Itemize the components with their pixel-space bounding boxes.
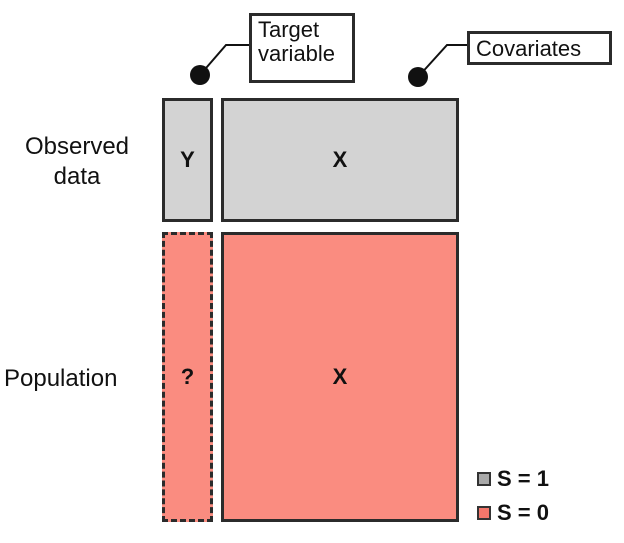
legend-swatch-s0 <box>477 506 491 520</box>
population-target-block: ? <box>162 232 213 522</box>
covariates-callout: Covariates <box>467 31 612 65</box>
covariates-connector-line <box>417 44 467 78</box>
covariates-connector-dot <box>408 67 428 87</box>
legend-item-s1: S = 1 <box>477 466 549 492</box>
observed-data-label: Observed data <box>24 133 130 190</box>
observed-covariates-label: X <box>332 147 348 172</box>
legend-swatch-s1 <box>477 472 491 486</box>
observed-target-label: Y <box>180 147 195 172</box>
observed-target-block: Y <box>162 98 213 222</box>
observed-covariates-block: X <box>221 98 459 222</box>
target-connector-dot <box>190 65 210 85</box>
population-label: Population <box>4 365 118 392</box>
legend-label-s1: S = 1 <box>497 466 549 491</box>
legend-item-s0: S = 0 <box>477 500 549 526</box>
target-connector-line <box>199 44 249 76</box>
population-covariates-label: X <box>332 364 348 389</box>
population-covariates-block: X <box>221 232 459 522</box>
target-variable-callout: Target variable <box>249 13 355 83</box>
legend-label-s0: S = 0 <box>497 500 549 525</box>
population-target-label: ? <box>180 364 195 389</box>
